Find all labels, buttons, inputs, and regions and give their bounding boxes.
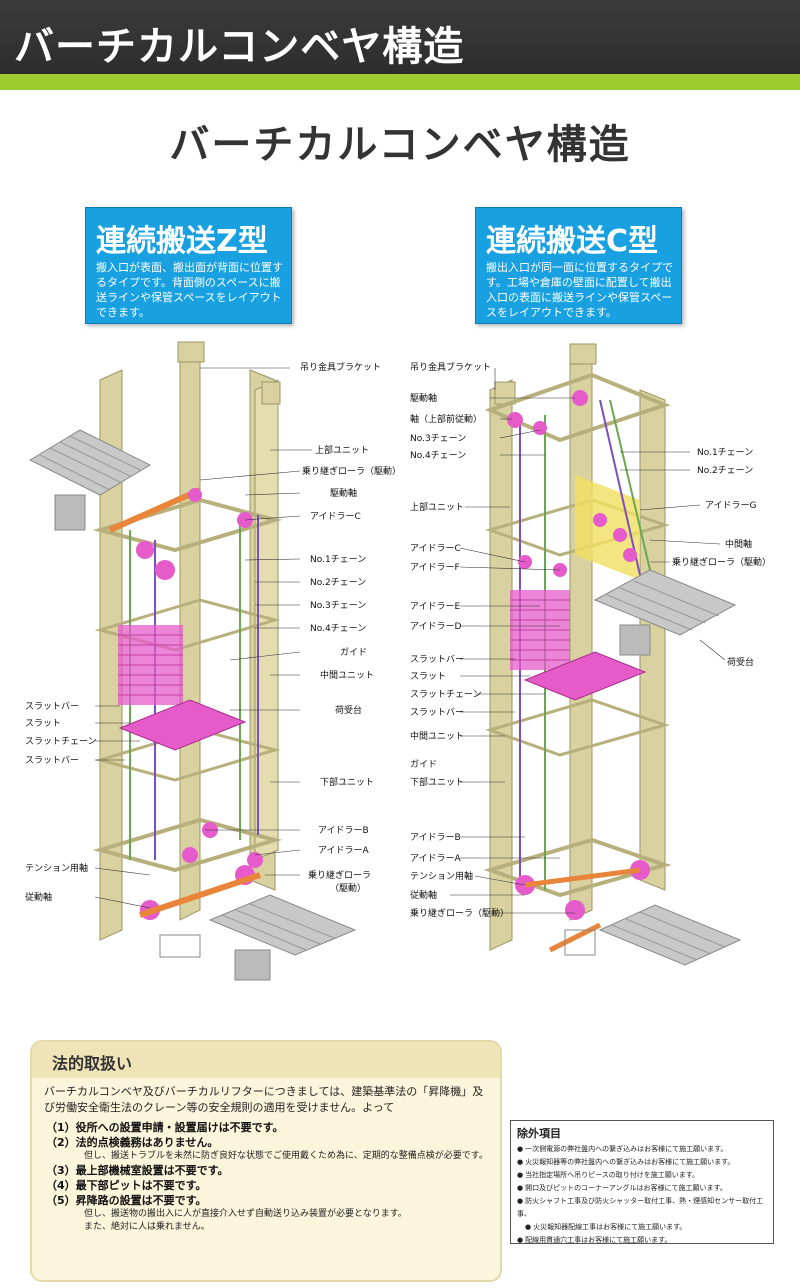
z-label-tension-shaft: テンション用軸 <box>25 862 88 874</box>
c-label-idler-c: アイドラーC <box>410 543 461 554</box>
legal-intro: バーチカルコンベヤ及びバーチカルリフターにつきましては、建築基準法の「昇降機」及… <box>44 1085 484 1114</box>
exclusion-item: 火災報知器等の弊社盤内への繋ぎ込みはお客様にて施工願います。 <box>517 1156 767 1169</box>
z-label-transfer-roller: 乗り継ぎローラ（駆動） <box>302 465 401 477</box>
c-label-chain-4: No.4チェーン <box>410 450 466 461</box>
legal-item: （5）昇降路の設置は不要です。 <box>46 1194 207 1207</box>
legal-list: （1）役所への設置申請・設置届けは不要です。 （2）法的点検義務はありません。 … <box>46 1120 496 1234</box>
c-label-lower-unit: 下部ユニット <box>410 776 464 788</box>
main-title: バーチカルコンベヤ構造 <box>169 122 631 168</box>
c-label-upper-unit: 上部ユニット <box>410 501 464 513</box>
z-label-drive-note: （駆動） <box>330 883 366 894</box>
z-label-guide: ガイド <box>340 647 367 658</box>
legal-item: （1）役所への設置申請・設置届けは不要です。 <box>46 1121 284 1134</box>
page-header: バーチカルコンベヤ構造 <box>0 0 800 90</box>
legal-title: 法的取扱い <box>52 1054 133 1073</box>
z-label-chain-1: No.1チェーン <box>310 554 366 565</box>
exclusion-item: 開口及びピットのコーナーアングルはお客様にて施工願います。 <box>517 1182 767 1195</box>
c-label-transfer-roller: 乗り継ぎローラ（駆動） <box>410 907 509 919</box>
z-label-slat: スラット <box>25 718 61 729</box>
z-label-driven-shaft: 従動軸 <box>25 891 52 903</box>
z-label-slat-bar-2: スラットバー <box>25 755 79 766</box>
c-label-carrier: 荷受台 <box>727 656 754 668</box>
exclusion-item: 防火シャフト工事及び防火シャッター取付工事、熱・煙感知センサー取付工事、 <box>517 1195 767 1221</box>
header-title: バーチカルコンベヤ構造 <box>14 24 465 70</box>
c-label-idler-g: アイドラーG <box>705 500 757 511</box>
exclusions-list: 一次側電源の弊社盤内への繋ぎ込みはお客様にて施工願います。 火災報知器等の弊社盤… <box>517 1143 767 1247</box>
z-label-transfer-roller-bottom: 乗り継ぎローラ <box>308 869 371 881</box>
z-label-lower-unit: 下部ユニット <box>320 776 374 788</box>
z-label-drive-shaft: 駆動軸 <box>330 487 357 499</box>
c-label-idler-d: アイドラーD <box>410 621 462 632</box>
z-label-chain-3: No.3チェーン <box>310 600 366 611</box>
c-label-hanger-bracket: 吊り金具ブラケット <box>410 361 491 373</box>
z-type-illustration: 吊り金具ブラケット 上部ユニット 乗り継ぎローラ（駆動） 駆動軸 アイドラーC … <box>25 341 401 981</box>
legal-treatment-box: 法的取扱い バーチカルコンベヤ及びバーチカルリフターにつきましては、建築基準法の… <box>30 1040 502 1282</box>
c-label-chain-3: No.3チェーン <box>410 433 466 444</box>
exclusion-item: 配線用貫通穴工事はお客様にて施工願います。 <box>517 1234 767 1247</box>
z-label-slat-chain: スラットチェーン <box>25 736 97 747</box>
z-type-desc: 搬入口が表面、搬出面が背面に位置するタイプです。背面側のスペースに搬送ラインや保… <box>96 261 283 319</box>
z-label-chain-4: No.4チェーン <box>310 623 366 634</box>
c-label-idler-f: アイドラーF <box>410 562 460 573</box>
c-label-idler-b: アイドラーB <box>410 832 461 843</box>
c-type-box: 連続搬送C型 搬出入口が同一面に位置するタイプです。工場や倉庫の壁面に配置して搬… <box>475 207 682 324</box>
c-label-slat-chain: スラットチェーン <box>410 689 482 700</box>
c-label-idler-a: アイドラーA <box>410 853 462 864</box>
c-label-tension-shaft: テンション用軸 <box>410 870 473 882</box>
legal-header: 法的取扱い <box>32 1042 500 1078</box>
c-label-chain-2: No.2チェーン <box>697 465 753 476</box>
c-label-slat: スラット <box>410 671 446 682</box>
exclusion-item: 一次側電源の弊社盤内への繋ぎ込みはお客様にて施工願います。 <box>517 1143 767 1156</box>
c-label-drive-shaft: 駆動軸 <box>410 392 437 404</box>
z-label-chain-2: No.2チェーン <box>310 577 366 588</box>
exclusions-title: 除外項目 <box>517 1127 561 1140</box>
legal-note: また、絶対に人は乗れません。 <box>84 1222 210 1232</box>
c-label-chain-1: No.1チェーン <box>697 447 753 458</box>
c-type-title: 連続搬送C型 <box>486 224 659 259</box>
c-label-intermediate-shaft: 中間軸 <box>725 538 752 550</box>
c-label-transfer-roller-top: 乗り継ぎローラ（駆動） <box>672 556 771 568</box>
legal-item: （2）法的点検義務はありません。 <box>46 1136 219 1149</box>
c-label-idler-e: アイドラーE <box>410 601 461 612</box>
legal-item: （3）最上部機械室設置は不要です。 <box>46 1164 229 1177</box>
z-label-idler-c: アイドラーC <box>310 511 361 522</box>
z-label-idler-a: アイドラーA <box>318 845 370 856</box>
c-label-slat-bar-1: スラットバー <box>410 654 464 665</box>
legal-note: 但し、搬送トラブルを未然に防ぎ良好な状態でご使用戴くため為に、定期的な整備点検が… <box>84 1151 488 1161</box>
exclusion-item: 火災報知器配線工事はお客様にて施工願います。 <box>517 1221 767 1234</box>
c-label-slat-bar-2: スラットバー <box>410 707 464 718</box>
z-label-carrier: 荷受台 <box>335 704 362 716</box>
c-type-illustration: 吊り金具ブラケット 駆動軸 軸（上部前従動） No.3チェーン No.4チェーン… <box>410 343 771 966</box>
c-label-upper-front-shaft: 軸（上部前従動） <box>410 413 482 425</box>
legal-item: （4）最下部ピットは不要です。 <box>46 1179 207 1192</box>
c-label-driven-shaft: 従動軸 <box>410 889 437 901</box>
z-label-idler-b: アイドラーB <box>318 825 369 836</box>
c-type-desc: 搬出入口が同一面に位置するタイプです。工場や倉庫の壁面に配置して搬出入口の表面に… <box>486 261 673 319</box>
legal-note: 但し、搬送物の搬出入に人が直接介入せず自動送り込み装置が必要となります。 <box>84 1209 407 1219</box>
c-label-guide: ガイド <box>410 759 437 770</box>
conveyor-diagram: 吊り金具ブラケット 上部ユニット 乗り継ぎローラ（駆動） 駆動軸 アイドラーC … <box>25 341 771 981</box>
c-label-middle-unit: 中間ユニット <box>410 730 464 742</box>
exclusion-item: 当社指定場所へ吊りピースの取り付けを施工願います。 <box>517 1169 767 1182</box>
header-stripe <box>0 74 800 90</box>
z-label-upper-unit: 上部ユニット <box>315 444 369 456</box>
z-label-slat-bar-1: スラットバー <box>25 701 79 712</box>
z-label-hanger-bracket: 吊り金具ブラケット <box>300 361 381 373</box>
z-type-title: 連続搬送Z型 <box>96 224 268 259</box>
z-type-box: 連続搬送Z型 搬入口が表面、搬出面が背面に位置するタイプです。背面側のスペースに… <box>85 207 292 324</box>
z-label-middle-unit: 中間ユニット <box>320 669 374 681</box>
exclusions-box: 除外項目 一次側電源の弊社盤内への繋ぎ込みはお客様にて施工願います。 火災報知器… <box>510 1120 774 1244</box>
